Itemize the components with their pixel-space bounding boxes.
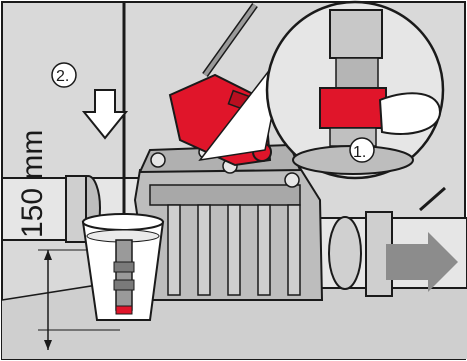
valve-knob	[320, 88, 386, 128]
hand	[380, 93, 440, 134]
step-1-label: 1.	[353, 144, 366, 161]
measurement-label: 150 mm	[16, 130, 49, 238]
step-2-label: 2.	[56, 68, 69, 85]
water-cup	[83, 214, 163, 320]
